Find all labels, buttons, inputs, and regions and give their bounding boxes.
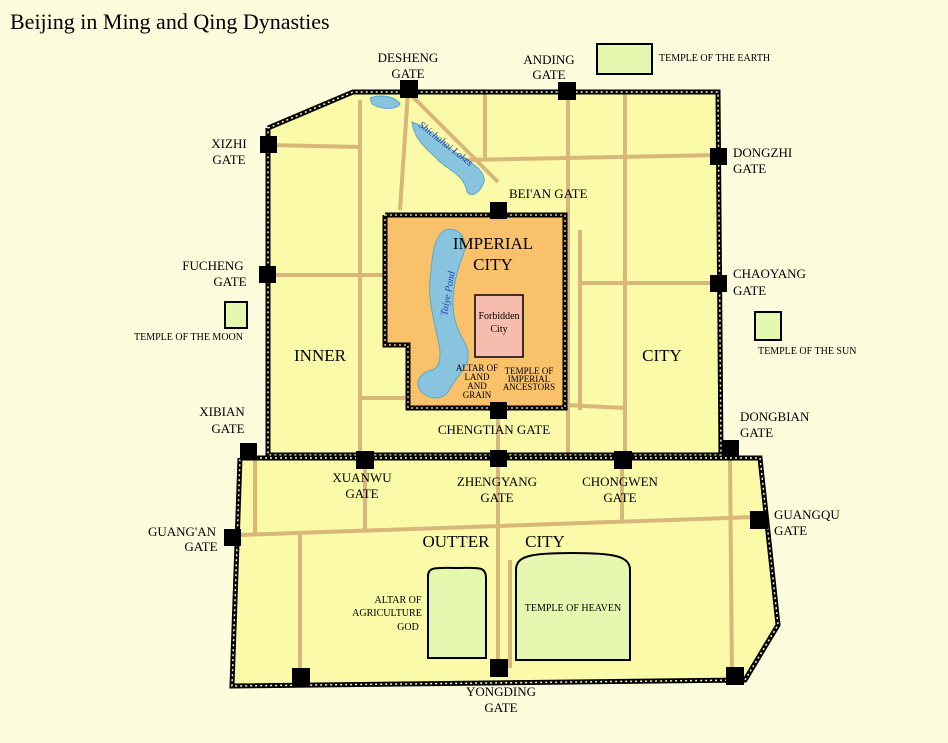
altar-agriculture-label-2: AGRICULTURE: [352, 608, 422, 619]
forbidden-city-label-2: City: [490, 324, 507, 335]
forbidden-city-area: [474, 294, 524, 358]
gate-yongding-label-2: GATE: [484, 700, 517, 715]
gate-desheng-label-1: DESHENG: [378, 50, 439, 65]
outer-city-label-left: OUTTER: [422, 532, 490, 551]
gate-dongbian-marker: [722, 440, 739, 457]
gate-anding-label-2: GATE: [532, 67, 565, 82]
temple-of-the-earth-label: TEMPLE OF THE EARTH: [659, 53, 770, 64]
altar-agriculture-label-1: ALTAR OF: [375, 595, 422, 606]
gate-anding-marker: [558, 82, 576, 100]
gate-zhengyang-marker: [490, 450, 507, 467]
gate-dongbian-label-2: GATE: [740, 425, 773, 440]
gate-fucheng-label-1: FUCHENG: [182, 258, 243, 273]
gate-guangqu-marker: [750, 511, 768, 529]
gate-guangqu-label-1: GUANGQU: [774, 507, 840, 522]
outer-city-label-right: CITY: [525, 532, 565, 551]
gate-chongwen-label-1: CHONGWEN: [582, 474, 658, 489]
temple-of-the-sun-label: TEMPLE OF THE SUN: [758, 346, 856, 357]
temple-of-the-moon-label: TEMPLE OF THE MOON: [134, 332, 243, 343]
temple-ancestors-label-1: TEMPLE OF: [505, 366, 554, 376]
gate-dongzhi-label-1: DONGZHI: [733, 145, 792, 160]
gate-desheng-marker: [400, 80, 418, 98]
forbidden-city-label-1: Forbidden: [478, 311, 519, 322]
gate-yongding-marker: [490, 659, 508, 677]
gate-anding-label-1: ANDING: [523, 52, 574, 67]
gate-chongwen-marker: [614, 451, 632, 469]
altar-land-label-2: LAND: [465, 372, 490, 382]
gate-xibian-label-2: GATE: [211, 421, 244, 436]
outer-city-roads: [239, 459, 756, 681]
gate-chaoyang-label-2: GATE: [733, 283, 766, 298]
gate-beian-marker: [490, 202, 507, 219]
gate-yongding-label-1: YONGDING: [466, 684, 536, 699]
gate-xizhi-label-1: XIZHI: [211, 136, 246, 151]
gate-chaoyang-marker: [710, 275, 727, 292]
inner-city-wall: [265, 89, 724, 458]
gate-xibian-marker: [240, 443, 257, 460]
gate-zhengyang-label-2: GATE: [480, 490, 513, 505]
gate-fucheng-marker: [259, 266, 276, 283]
shichahai-lakes: [369, 95, 485, 196]
gate-xuanwu-label-1: XUANWU: [332, 470, 392, 485]
temple-ancestors-label-2: IMPERIAL: [508, 374, 551, 384]
inner-city-label-right: CITY: [642, 346, 682, 365]
altar-land-label-4: GRAIN: [463, 390, 492, 400]
altar-of-agriculture-area: [427, 566, 487, 659]
gate-chengtian-label: CHENGTIAN GATE: [438, 422, 550, 437]
imperial-city-wall: [382, 212, 568, 411]
gate-guangan-label-1: GUANG'AN: [148, 524, 217, 539]
corner-sw-marker: [292, 668, 310, 686]
gate-guangqu-label-2: GATE: [774, 523, 807, 538]
gate-dongzhi-label-2: GATE: [733, 161, 766, 176]
gate-xuanwu-label-2: GATE: [345, 486, 378, 501]
gate-dongzhi-marker: [710, 148, 727, 165]
gate-xizhi-label-2: GATE: [212, 152, 245, 167]
map-title: Beijing in Ming and Qing Dynasties: [10, 9, 330, 34]
temple-of-heaven-label: TEMPLE OF HEAVEN: [525, 603, 621, 614]
gate-zhengyang-label-1: ZHENGYANG: [457, 474, 537, 489]
gate-chengtian-marker: [490, 402, 507, 419]
altar-agriculture-label-3: GOD: [397, 622, 419, 633]
imperial-city-label-2: CITY: [473, 255, 513, 274]
inner-city-label-left: INNER: [294, 346, 347, 365]
gate-fucheng-label-2: GATE: [213, 274, 246, 289]
temple-of-the-moon-area: [224, 301, 248, 329]
altar-land-label-3: AND: [467, 381, 487, 391]
gates: [224, 80, 768, 686]
altar-land-label-1: ALTAR OF: [456, 363, 498, 373]
gate-guangan-label-2: GATE: [184, 539, 217, 554]
temple-of-the-sun-area: [754, 311, 782, 341]
temple-of-heaven-area: [515, 551, 631, 661]
inner-city-roads: [267, 90, 719, 455]
taiye-pond: [417, 228, 469, 399]
gate-dongbian-label-1: DONGBIAN: [740, 409, 810, 424]
gate-desheng-label-2: GATE: [391, 66, 424, 81]
temple-ancestors-label-3: ANCESTORS: [503, 382, 555, 392]
temple-of-the-earth-area: [596, 43, 653, 75]
gate-chongwen-label-2: GATE: [603, 490, 636, 505]
gate-chaoyang-label-1: CHAOYANG: [733, 266, 806, 281]
outer-city-area: [232, 458, 778, 686]
gate-beian-label: BEI'AN GATE: [509, 186, 588, 201]
outer-city-wall: [229, 455, 781, 689]
gate-xibian-label-1: XIBIAN: [199, 404, 245, 419]
corner-se-marker: [726, 667, 744, 685]
gate-xizhi-marker: [260, 136, 277, 153]
gate-xuanwu-marker: [356, 451, 374, 469]
gate-guangan-marker: [224, 529, 241, 546]
imperial-city-label-1: IMPERIAL: [453, 234, 533, 253]
